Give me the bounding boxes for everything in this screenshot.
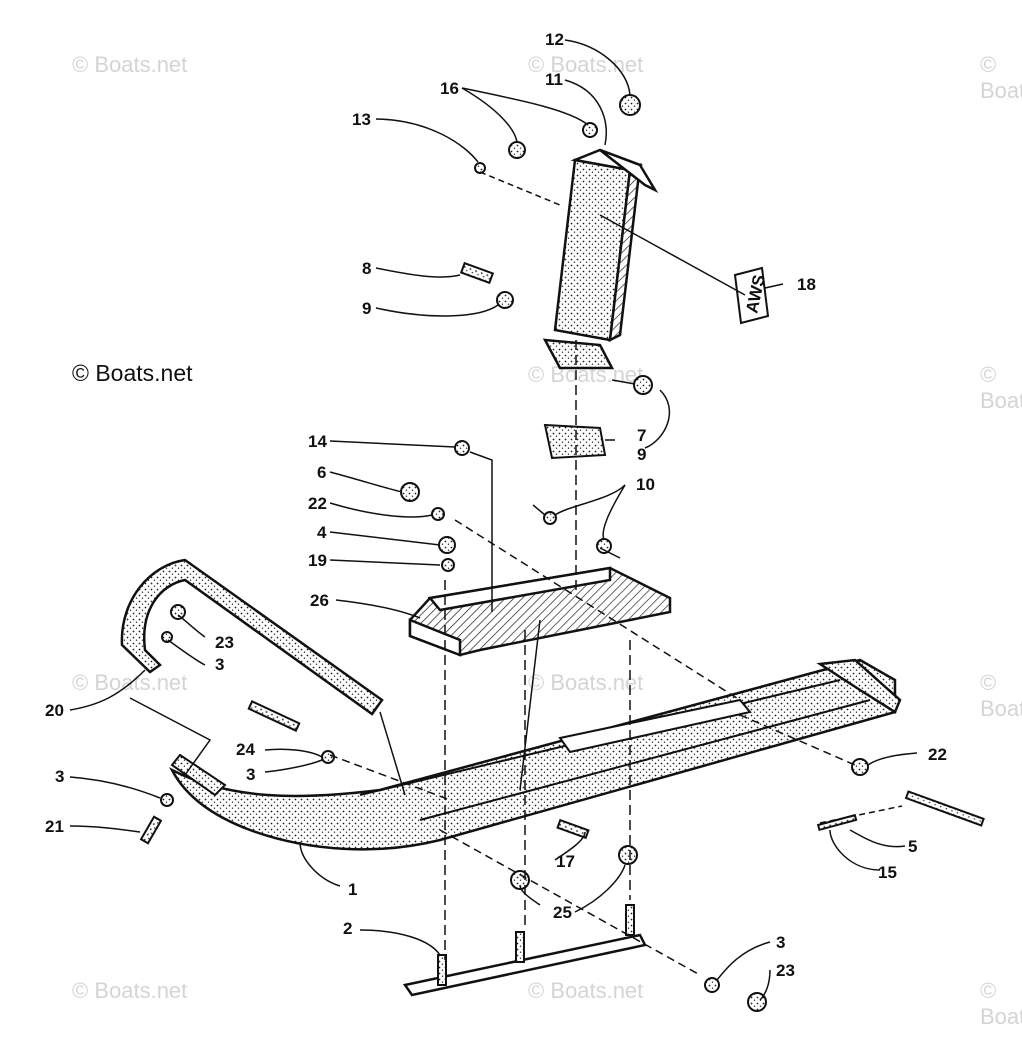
callout: 22 xyxy=(928,745,947,764)
callout: 3 xyxy=(55,767,64,786)
callout: 4 xyxy=(317,523,327,542)
spindle-housing xyxy=(542,148,659,370)
callout: 22 xyxy=(308,494,327,513)
spindle-bracket xyxy=(408,566,672,657)
callout: 1 xyxy=(348,880,357,899)
callout: 18 xyxy=(797,275,816,294)
watermark: © Boats.net xyxy=(528,670,644,695)
callout: 7 xyxy=(637,426,646,445)
callout: 23 xyxy=(215,633,234,652)
callout: 3 xyxy=(215,655,224,674)
callout: 6 xyxy=(317,463,326,482)
callout: 2 xyxy=(343,919,352,938)
callout: 23 xyxy=(776,961,795,980)
ski-groove xyxy=(359,679,871,821)
callout: 19 xyxy=(308,551,327,570)
ski-tip xyxy=(816,658,902,714)
watermark: © Boats.net xyxy=(528,52,644,77)
ski-handle xyxy=(120,558,384,716)
watermark: © Boats.net xyxy=(72,52,188,77)
callout: 21 xyxy=(45,817,64,836)
callout: 3 xyxy=(776,933,785,952)
callout: 13 xyxy=(352,110,371,129)
ski-body xyxy=(169,658,897,851)
callout: 26 xyxy=(310,591,329,610)
callout: 10 xyxy=(636,475,655,494)
watermark: © Boats.net xyxy=(72,670,188,695)
callout: 14 xyxy=(308,432,327,451)
hardware xyxy=(139,94,985,1012)
callout: 16 xyxy=(440,79,459,98)
watermark: © Boats.net xyxy=(980,362,1022,413)
leader-lines xyxy=(69,39,918,1001)
callout: 9 xyxy=(637,445,646,464)
callout: 15 xyxy=(878,863,897,882)
handle-bracket xyxy=(170,753,227,797)
callout: 8 xyxy=(362,259,371,278)
callout: 20 xyxy=(45,701,64,720)
callouts: 1 2 3 3 3 3 4 5 6 7 8 9 9 10 11 12 13 14… xyxy=(45,30,947,980)
watermark: © Boats.net xyxy=(980,52,1022,103)
callout: 5 xyxy=(908,837,917,856)
callout: 11 xyxy=(545,70,563,89)
watermark: © Boats.net xyxy=(528,978,644,1003)
callout: 3 xyxy=(246,765,255,784)
watermark: © Boats.net xyxy=(980,670,1022,721)
callout: 17 xyxy=(556,852,575,871)
callout: 9 xyxy=(362,299,371,318)
aws-decal: AWS xyxy=(733,266,770,325)
watermark: © Boats.net xyxy=(980,978,1022,1029)
copyright-text: © Boats.net xyxy=(72,360,193,386)
saddle-block xyxy=(543,423,607,460)
watermark: © Boats.net xyxy=(72,978,188,1003)
callout: 24 xyxy=(236,740,255,759)
callout: 25 xyxy=(553,903,572,922)
callout: 12 xyxy=(545,30,564,49)
